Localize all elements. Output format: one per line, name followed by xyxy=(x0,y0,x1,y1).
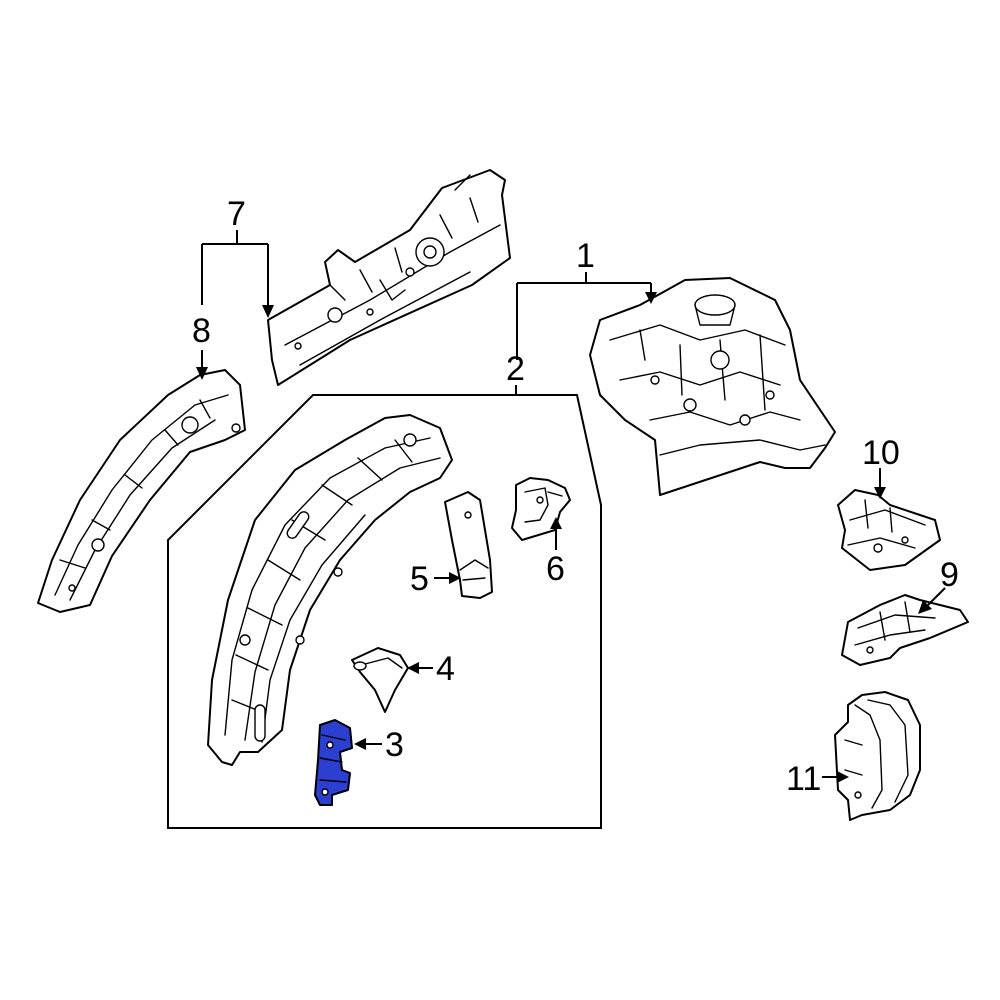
callout-4: 4 xyxy=(436,650,455,688)
arrow-8 xyxy=(196,367,208,380)
callout-5: 5 xyxy=(410,560,429,598)
part-2-wheelhouse[interactable] xyxy=(207,414,453,766)
callout-3: 3 xyxy=(385,726,404,764)
callout-10: 10 xyxy=(862,434,900,472)
arrow-4 xyxy=(407,662,419,674)
arrow-6 xyxy=(550,517,562,529)
arrow-10 xyxy=(874,487,886,499)
arrow-3 xyxy=(354,738,366,750)
part-3-highlighted[interactable] xyxy=(314,719,353,806)
group-box-2 xyxy=(167,394,602,829)
arrow-5 xyxy=(449,572,461,584)
part-10[interactable] xyxy=(837,489,941,571)
leader-1 xyxy=(516,272,652,360)
callout-2: 2 xyxy=(506,350,525,388)
callout-9: 9 xyxy=(940,556,959,594)
part-1[interactable] xyxy=(589,277,836,496)
arrow-7 xyxy=(262,305,274,318)
part-6[interactable] xyxy=(511,477,571,541)
callout-8: 8 xyxy=(192,312,211,350)
leader-7 xyxy=(201,230,269,306)
part-11[interactable] xyxy=(834,691,921,821)
part-8[interactable] xyxy=(37,369,246,613)
part-7[interactable] xyxy=(267,169,511,386)
callout-1: 1 xyxy=(576,237,595,275)
part-9[interactable] xyxy=(841,594,969,666)
callout-7: 7 xyxy=(227,195,246,233)
callout-11: 11 xyxy=(786,760,821,798)
arrow-11 xyxy=(837,771,849,783)
part-4[interactable] xyxy=(351,647,409,713)
arrow-9 xyxy=(918,600,932,614)
callout-6: 6 xyxy=(546,550,565,588)
part-5[interactable] xyxy=(444,491,493,599)
leader-9 xyxy=(927,587,946,606)
arrow-1 xyxy=(645,292,657,304)
